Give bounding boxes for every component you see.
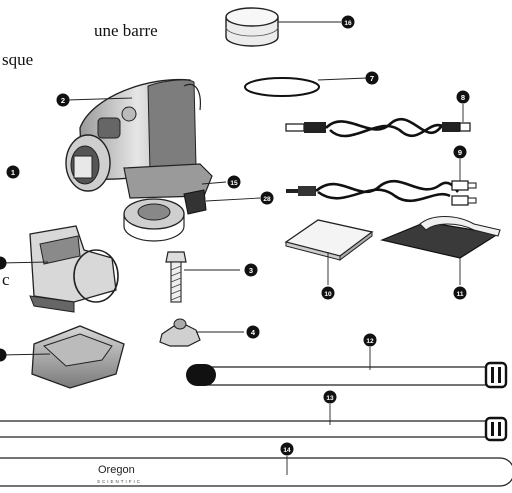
cleaning-cloth-illustration xyxy=(286,220,372,285)
callout-7-label: 7 xyxy=(370,74,374,83)
callout-13-label: 13 xyxy=(326,395,334,402)
callout-13: 13 xyxy=(324,391,337,404)
thumb-nut-illustration xyxy=(160,319,244,346)
callout-28-label: 28 xyxy=(263,196,271,203)
callout-12-label: 12 xyxy=(366,338,374,345)
o-ring-illustration xyxy=(245,78,367,96)
brand-logo-subtext: SCIENTIFIC xyxy=(97,479,142,484)
callout-16: 16 xyxy=(342,16,355,29)
callout-2-label: 2 xyxy=(61,96,65,105)
callout-15-label: 15 xyxy=(230,180,238,187)
callout-28: 28 xyxy=(261,192,274,205)
callout-cut-left-2 xyxy=(0,349,7,362)
callout-9-label: 9 xyxy=(458,148,462,157)
strap-13-illustration xyxy=(0,404,506,440)
av-cable-illustration xyxy=(286,159,476,205)
callout-11-label: 11 xyxy=(457,291,464,298)
callout-11: 11 xyxy=(454,287,467,300)
callout-1: 1 xyxy=(7,166,20,179)
handlebar-mount-illustration xyxy=(0,226,118,312)
lens-cap-illustration xyxy=(226,8,341,46)
callout-cut-left-1 xyxy=(0,257,7,270)
callout-16-label: 16 xyxy=(344,20,352,27)
callout-14: 14 xyxy=(281,443,294,456)
callout-10: 10 xyxy=(322,287,335,300)
flat-mount-illustration xyxy=(0,326,124,388)
callout-9: 9 xyxy=(454,146,467,159)
velcro-pad-illustration xyxy=(382,217,500,286)
usb-cable-illustration xyxy=(286,104,470,136)
callout-3: 3 xyxy=(245,264,258,277)
callout-4: 4 xyxy=(247,326,260,339)
callout-1-label: 1 xyxy=(11,168,15,177)
strap-12-illustration xyxy=(186,347,506,387)
brand-logo-text: Oregon xyxy=(98,464,135,476)
callout-8: 8 xyxy=(457,91,470,104)
callout-3-label: 3 xyxy=(249,266,253,275)
callout-15: 15 xyxy=(228,176,241,189)
quick-release-mount-illustration xyxy=(124,164,260,241)
callout-2: 2 xyxy=(57,94,70,107)
callout-10-label: 10 xyxy=(324,291,332,298)
callout-8-label: 8 xyxy=(461,93,465,102)
headband-illustration: Oregon SCIENTIFIC xyxy=(0,456,512,486)
bolt-illustration xyxy=(166,252,240,302)
callout-7: 7 xyxy=(366,72,379,85)
callout-12: 12 xyxy=(364,334,377,347)
callout-14-label: 14 xyxy=(283,447,291,454)
